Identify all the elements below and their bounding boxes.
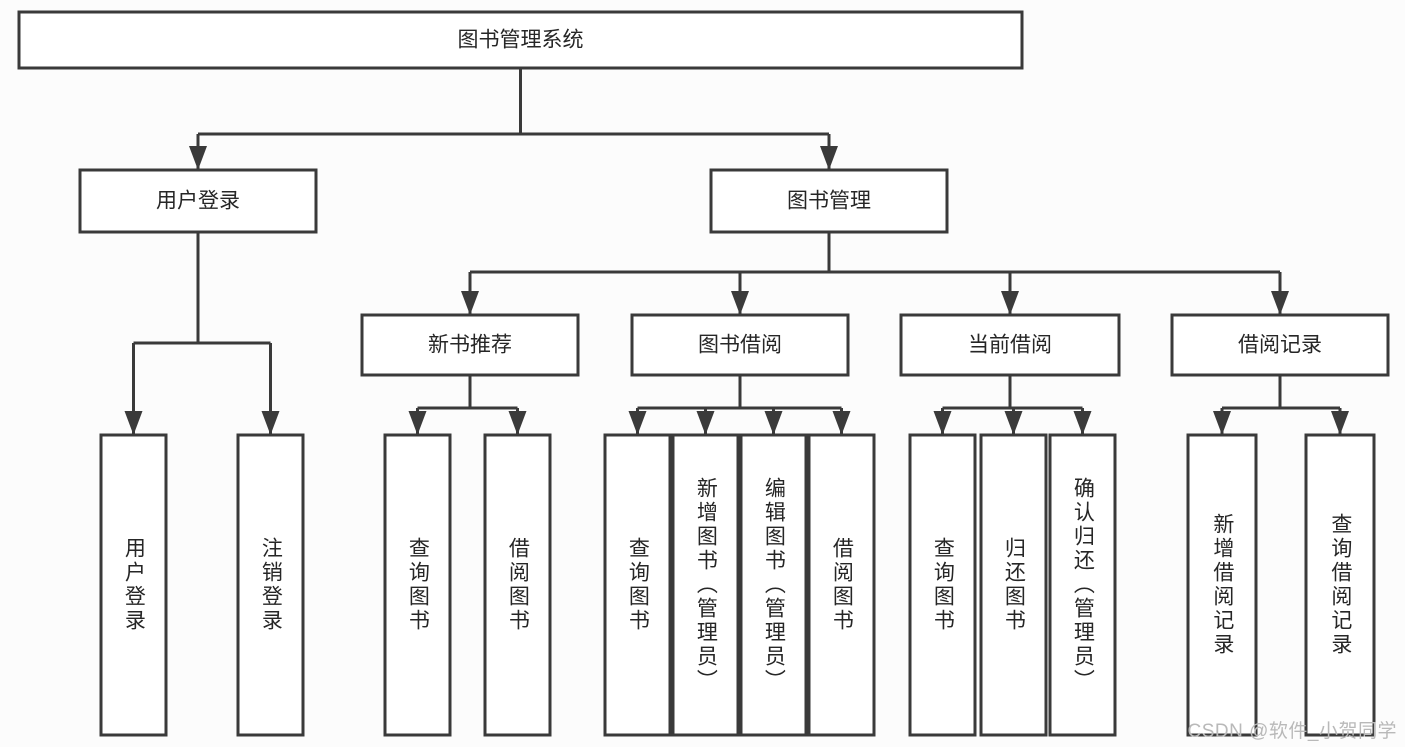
level2-box-1[interactable] [709,168,949,234]
leaf-box-0[interactable] [99,433,168,737]
arrow-head-icon [461,291,479,315]
arrow-head-icon [1271,291,1289,315]
level3-box-0-label: 新书推荐 [428,334,512,357]
arrow-head-icon [124,411,143,435]
arrow-head-icon [933,411,952,435]
level3-box-2-label: 当前借阅 [968,334,1052,357]
arrow-head-icon [508,411,527,435]
leaf-box-6[interactable] [739,433,808,737]
leaf-box-2[interactable] [383,433,452,737]
leaf-box-9[interactable] [979,433,1048,737]
arrow-head-icon [1001,291,1019,315]
level3-box-2[interactable] [899,313,1121,377]
arrow-head-icon [1073,411,1092,435]
level3-box-3[interactable] [1170,313,1390,377]
arrow-head-icon [731,291,749,315]
level3-box-1[interactable] [630,313,850,377]
arrow-head-icon [764,411,783,435]
arrow-head-icon [408,411,427,435]
arrow-head-icon [189,146,207,170]
level2-box-0[interactable] [78,168,318,234]
arrow-head-icon [1004,411,1023,435]
leaf-box-10[interactable] [1048,433,1117,737]
leaf-box-7[interactable] [807,433,876,737]
level3-box-3-label: 借阅记录 [1238,334,1322,357]
level3-box-0[interactable] [360,313,580,377]
arrow-head-icon [696,411,715,435]
level3-box-1-label: 图书借阅 [698,334,782,357]
level2-box-1-label: 图书管理 [787,190,871,213]
leaf-box-1[interactable] [236,433,305,737]
leaf-box-11[interactable] [1186,433,1258,737]
arrow-head-icon [1213,411,1231,435]
arrow-head-icon [832,411,851,435]
csdn-watermark: CSDN @软件_小贺同学 [1187,721,1397,742]
leaf-box-12[interactable] [1304,433,1376,737]
leaf-box-4[interactable] [603,433,672,737]
leaf-box-3[interactable] [483,433,552,737]
arrow-head-icon [820,146,838,170]
arrow-head-icon [1331,411,1349,435]
root-box-label: 图书管理系统 [458,29,584,52]
arrow-head-icon [628,411,647,435]
arrow-head-icon [261,411,280,435]
root-box[interactable] [17,10,1024,70]
connector-layer [124,68,1349,435]
level2-box-0-label: 用户登录 [156,190,240,213]
leaf-box-5[interactable] [671,433,740,737]
leaf-box-8[interactable] [908,433,977,737]
